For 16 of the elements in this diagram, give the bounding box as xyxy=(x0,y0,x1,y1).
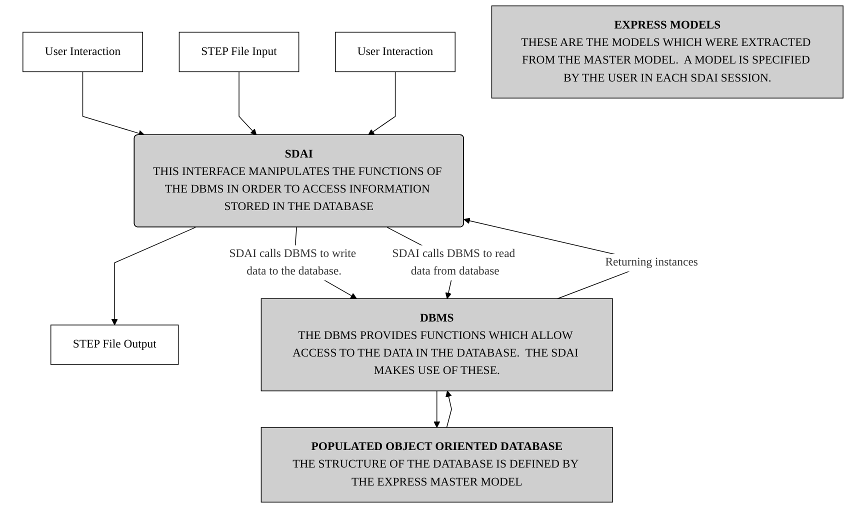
node-box: STEP File Input xyxy=(178,32,300,72)
node-box: DBMS THE DBMS PROVIDES FUNCTIONS WHICH ALLOW ACCESS TO THE DATA IN THE DATABASE. THE SDAI MAKES USE OF THESE. xyxy=(260,298,613,392)
arrow xyxy=(446,390,452,428)
arrow xyxy=(238,71,257,136)
edge-label: SDAI calls DBMS to read data from database xyxy=(392,247,516,278)
arrow xyxy=(82,71,145,136)
node-box: User Interaction xyxy=(335,32,456,72)
arrow xyxy=(368,71,396,136)
edge-label: Returning instances xyxy=(605,256,698,269)
node-box: POPULATED OBJECT ORIENTED DATABASE THE STRUCTURE OF THE DATABASE IS DEFINED BY THE EXPRESS MASTER MODEL xyxy=(260,427,613,502)
node-box: EXPRESS MODELS THESE ARE THE MODELS WHICH WERE EXTRACTED FROM THE MASTER MODEL. A MODEL IS SPECIFIED BY THE USER IN EACH SDAI SESSION. xyxy=(491,6,844,98)
node-box: User Interaction xyxy=(22,32,143,72)
node-box: STEP File Output xyxy=(50,324,179,365)
edge-label: SDAI calls DBMS to write data to the database. xyxy=(229,247,356,278)
arrow xyxy=(434,390,440,428)
arrow xyxy=(111,226,196,326)
